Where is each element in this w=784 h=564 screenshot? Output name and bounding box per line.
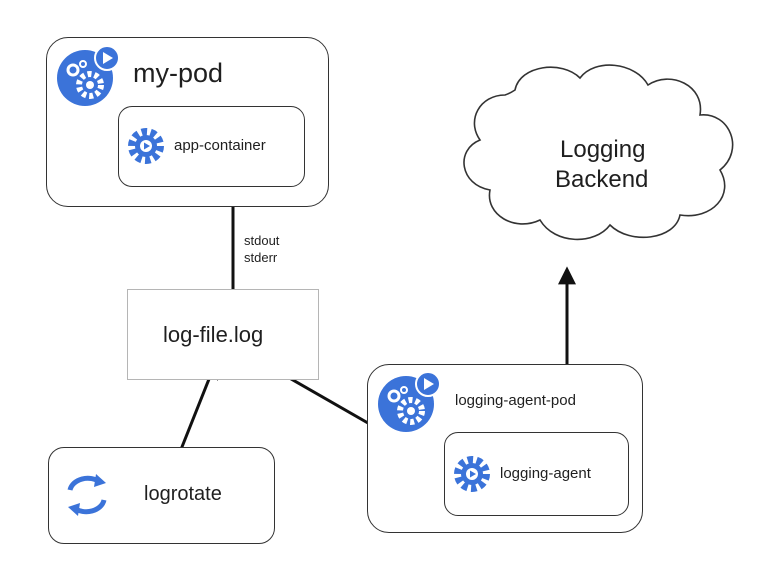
app-container-box bbox=[118, 106, 305, 187]
app-container-label: app-container bbox=[174, 137, 266, 154]
stderr-label: stderr bbox=[244, 250, 278, 265]
kubernetes-pod-gears-icon bbox=[378, 371, 441, 432]
logrotate-box bbox=[48, 447, 275, 544]
log-file-box bbox=[127, 289, 319, 380]
container-gear-icon bbox=[454, 456, 490, 492]
logging-backend-cloud bbox=[463, 64, 734, 241]
agent-pod-title: logging-agent-pod bbox=[455, 392, 576, 409]
pod-title: my-pod bbox=[133, 58, 224, 88]
logrotate-label: logrotate bbox=[144, 483, 222, 505]
backend-label-line1: Logging bbox=[560, 136, 646, 163]
rotate-arrows-icon bbox=[67, 474, 107, 516]
container-gear-icon bbox=[128, 128, 164, 164]
log-file-label: log-file.log bbox=[163, 322, 264, 347]
stdout-label: stdout bbox=[244, 233, 280, 248]
backend-label-line2: Backend bbox=[555, 166, 649, 193]
kubernetes-pod-gears-icon bbox=[57, 45, 120, 106]
logging-agent-label: logging-agent bbox=[500, 465, 591, 482]
